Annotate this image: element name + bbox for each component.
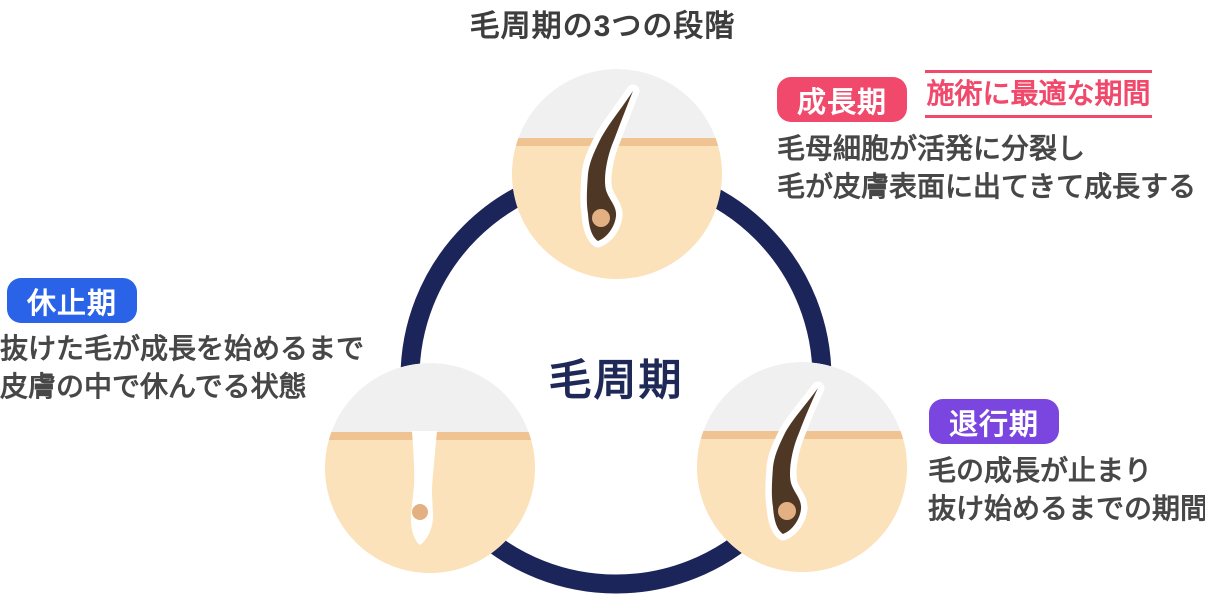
regression-follicle-illustration [697,362,907,572]
growth-follicle-illustration [512,69,722,279]
cycle-center-label: 毛周期 [548,357,684,405]
rest-follicle-dot [412,504,428,520]
growth-phase-badge: 成長期 [777,77,907,122]
regression-hair-icon [771,388,818,534]
growth-follicle-dot [592,209,610,227]
rest-follicle-illustration [325,363,535,573]
regression-phase-description: 毛の成長が止まり 抜け始めるまでの期間 [928,452,1205,528]
growth-description-line1: 毛母細胞が活発に分裂し [777,133,1086,164]
regression-follicle-dot [778,502,796,520]
treatment-optimal-highlight: 施術に最適な期間 [925,70,1152,118]
rest-phase-description: 抜けた毛が成長を始めるまで 皮膚の中で休んでる状態 [0,330,364,406]
regression-description-line2: 抜け始めるまでの期間 [928,493,1205,524]
regression-description-line1: 毛の成長が止まり [928,455,1153,486]
rest-description-line2: 皮膚の中で休んでる状態 [0,371,307,402]
growth-hair-icon [586,91,633,241]
growth-phase-description: 毛母細胞が活発に分裂し 毛が皮膚表面に出てきて成長する [777,130,1196,206]
rest-description-line1: 抜けた毛が成長を始めるまで [0,333,365,364]
page-title: 毛周期の3つの段階 [469,10,736,43]
growth-description-line2: 毛が皮膚表面に出てきて成長する [777,171,1197,202]
rest-phase-badge: 休止期 [7,278,137,323]
regression-phase-badge: 退行期 [929,399,1059,444]
